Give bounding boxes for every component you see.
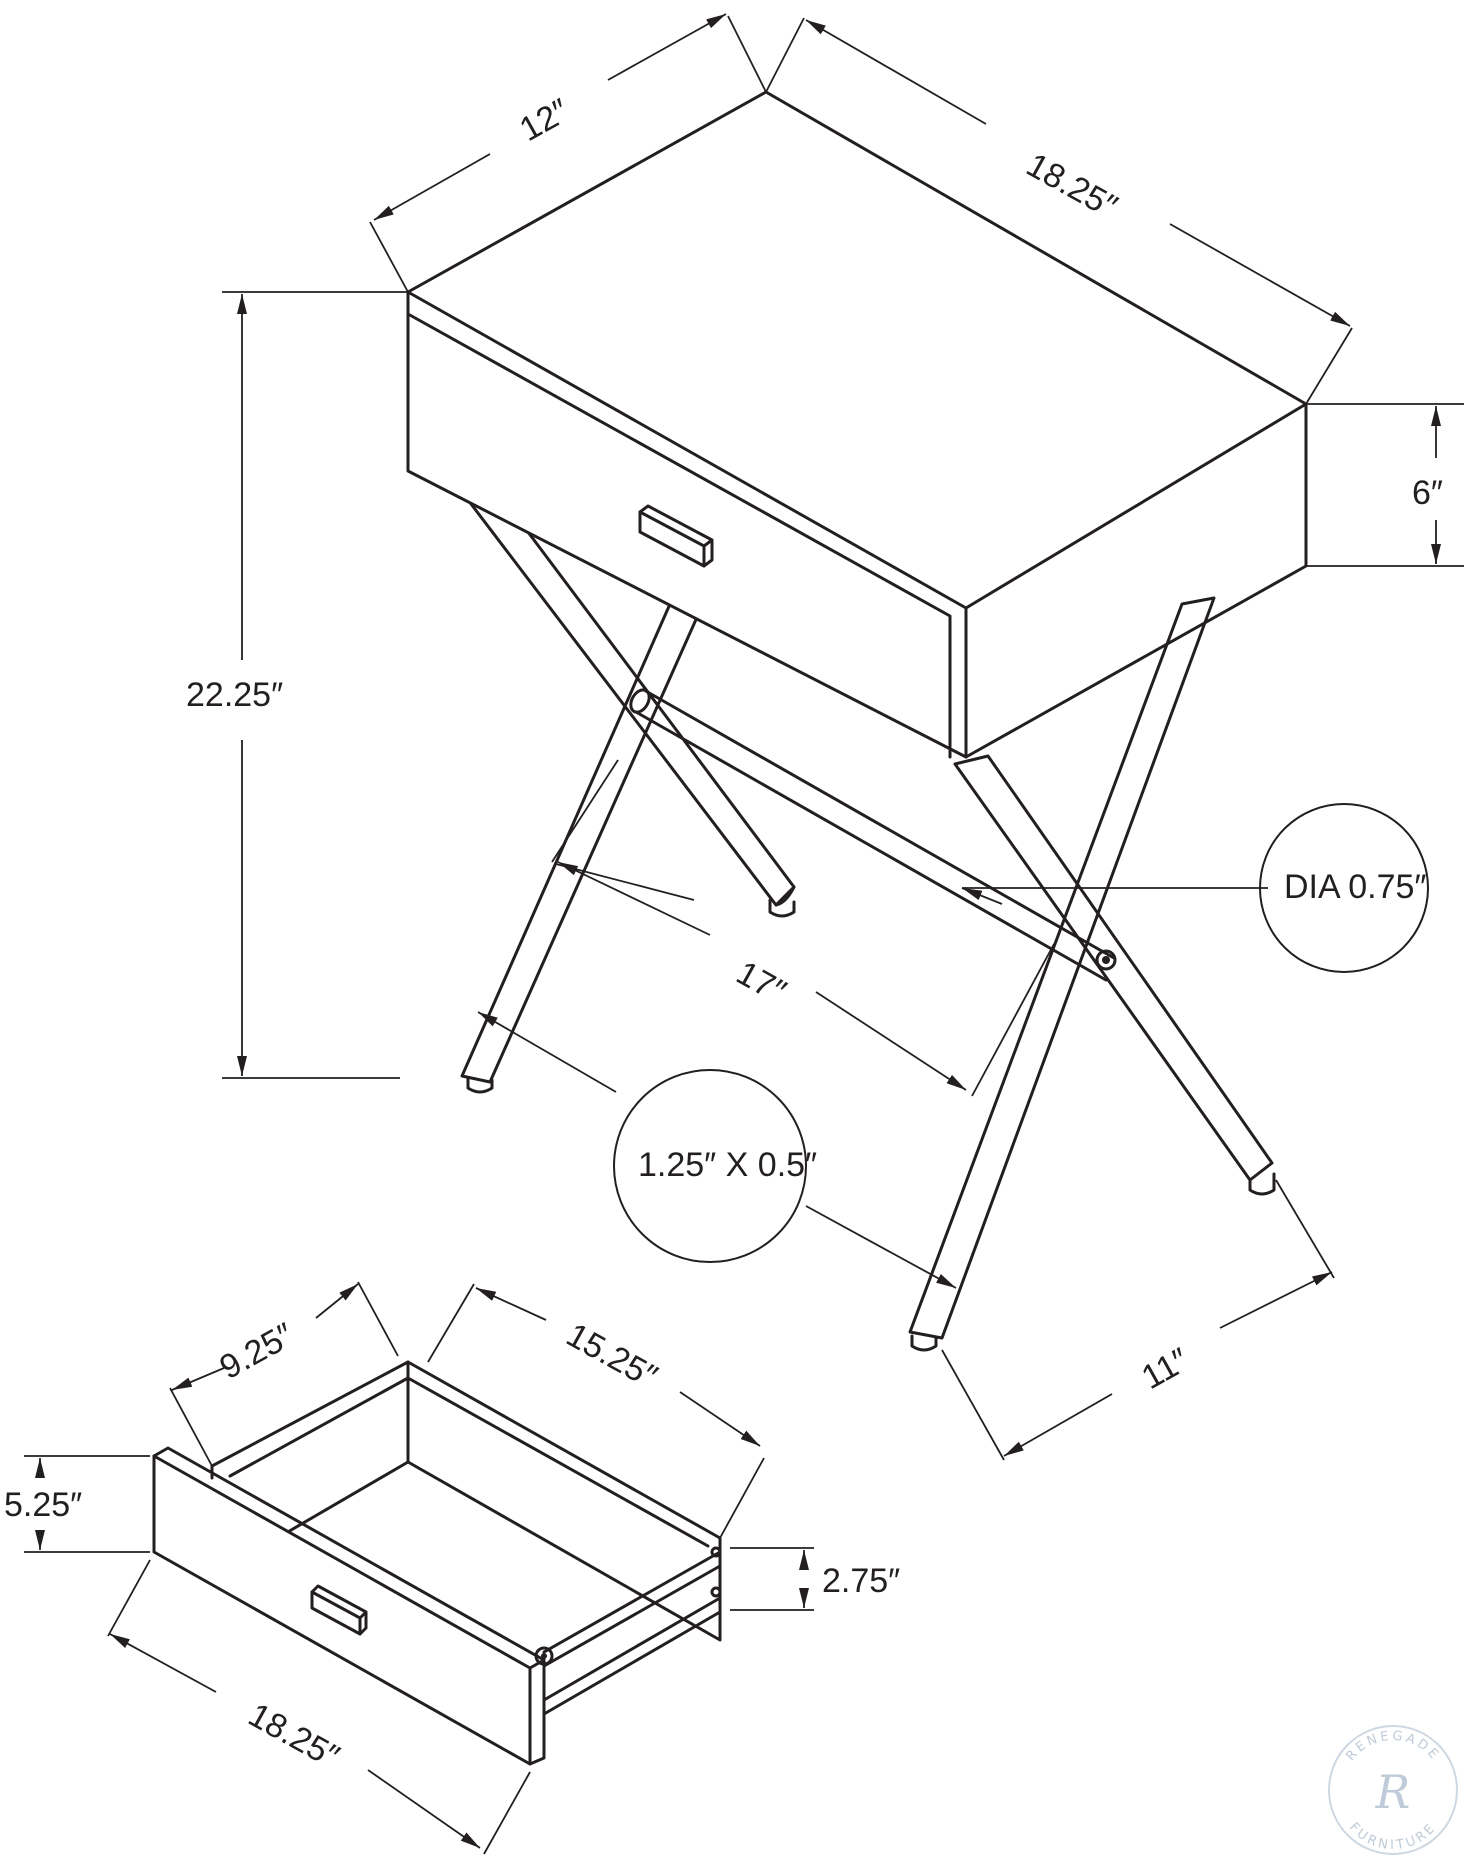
watermark-top-text: RENEGADE (1343, 1729, 1442, 1764)
drawer-runner (542, 1550, 722, 1716)
drawer-front-edge (406, 312, 952, 759)
foot-glide (1248, 1172, 1276, 1196)
leg-front-right-a (953, 754, 1274, 1182)
foot-glide (466, 1076, 494, 1094)
table-cabinet (406, 90, 1308, 759)
cabinet-front (406, 290, 968, 759)
leg-front-right-b (908, 596, 1216, 1340)
label-table-depth: 12″ (513, 92, 575, 149)
bolt (1095, 949, 1117, 971)
leg-profile-callout-circle (613, 1069, 807, 1263)
label-leg-profile: 1.25″ X 0.5″ (638, 1146, 817, 1184)
label-drawer-depth: 15.25″ (560, 1316, 663, 1396)
label-drawer-inner-width: 9.25″ (213, 1316, 300, 1387)
label-drawer-side-height: 2.75″ (822, 1562, 900, 1600)
label-table-width: 18.25″ (1020, 146, 1123, 226)
leg-back-left-b (460, 602, 704, 1084)
renegade-furniture-watermark: RENEGADE FURNITURE R (1328, 1725, 1458, 1855)
side-table-drawing (406, 90, 1308, 1352)
dia-callout-circle (1259, 803, 1429, 973)
drawer-drawing (152, 1360, 722, 1766)
foot-glide (910, 1334, 938, 1352)
label-drawer-box-height: 6″ (1412, 474, 1443, 512)
stretcher-rod (642, 688, 1116, 960)
label-leg-span-depth: 11″ (1135, 1341, 1195, 1397)
label-rod-diameter: DIA 0.75″ (1284, 868, 1426, 906)
watermark-bottom-text: FURNITURE (1346, 1820, 1440, 1853)
label-leg-span-width: 17″ (730, 954, 792, 1011)
label-drawer-front-height: 5.25″ (4, 1486, 82, 1524)
label-table-height: 22.25″ (186, 676, 283, 714)
label-drawer-front-width: 18.25″ (242, 1696, 345, 1776)
watermark-monogram: R (1375, 1765, 1411, 1819)
dimension-lines (24, 13, 1464, 1855)
foot-glide (768, 898, 796, 918)
